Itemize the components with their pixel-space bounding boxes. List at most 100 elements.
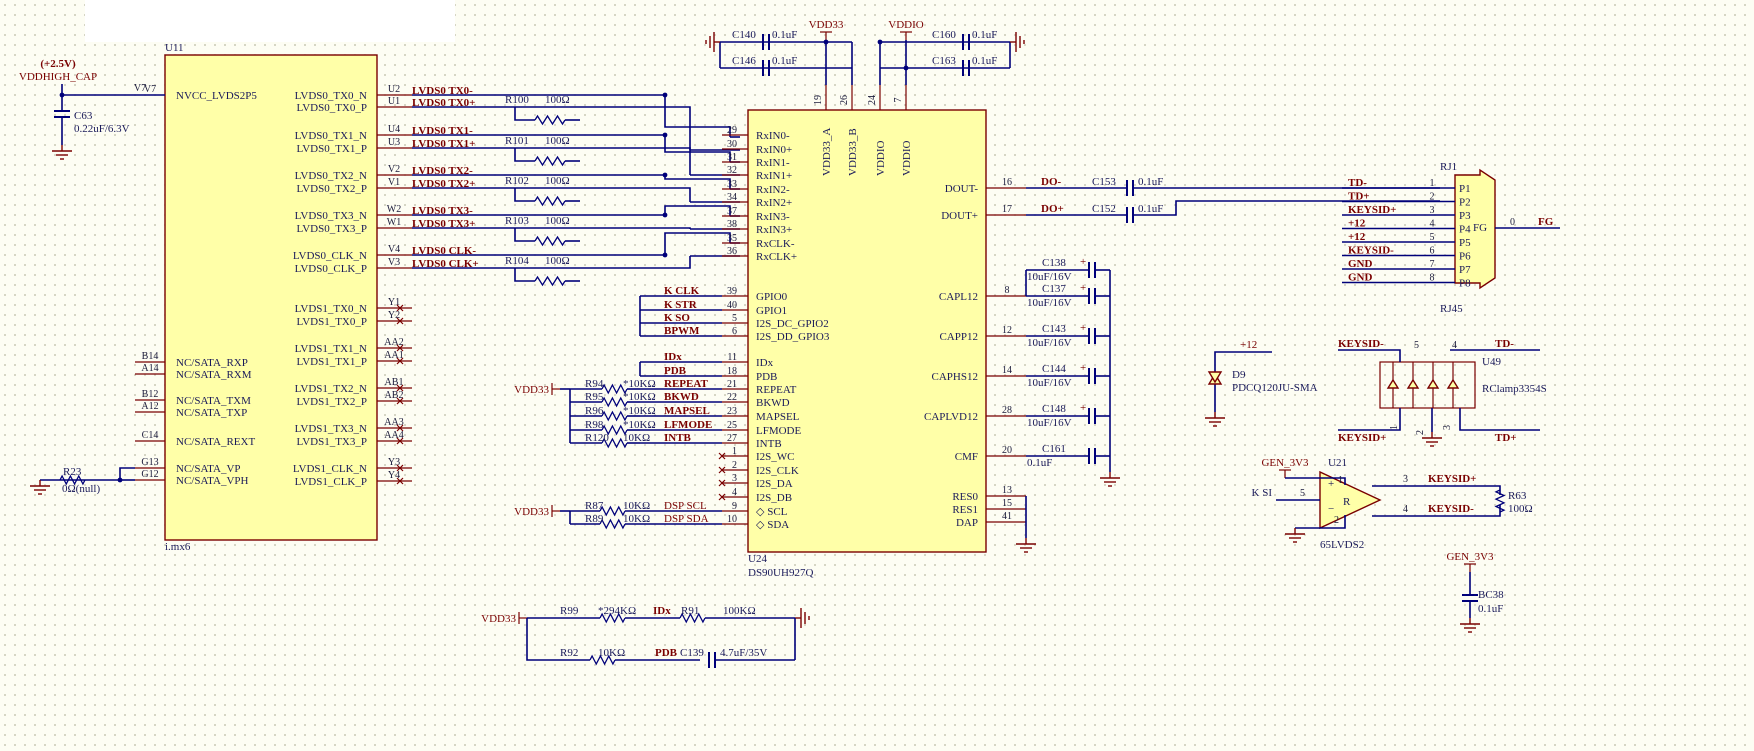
u24-pin-name: GPIO1 bbox=[756, 305, 787, 317]
u24-pin-num: 26 bbox=[839, 95, 850, 105]
c63-val: 0.22uF/6.3V bbox=[74, 123, 130, 135]
u21-label: R bbox=[1343, 496, 1351, 508]
rj-net: GND bbox=[1348, 272, 1373, 284]
u11-pin-name: NVCC_LVDS2P5 bbox=[176, 90, 257, 102]
ctrl-net: IDx bbox=[664, 351, 682, 363]
i2c-res-ref: R87 bbox=[585, 500, 604, 512]
u49-pin: 4 bbox=[1452, 340, 1457, 351]
u21-out bbox=[1372, 485, 1501, 495]
bulk-ref: C138 bbox=[1042, 257, 1066, 269]
c63-ref: C63 bbox=[74, 110, 93, 122]
u21-gnd bbox=[1295, 515, 1346, 529]
ac-cap-ref: C153 bbox=[1092, 176, 1116, 188]
u24-pin-num: 24 bbox=[867, 95, 878, 105]
no-connect-mark bbox=[718, 479, 726, 487]
i2c-res-ref: R89 bbox=[585, 513, 604, 525]
lvds-net-label: LVDS0 TX2- bbox=[412, 165, 473, 177]
u11-pin-name: NC/SATA_TXM bbox=[176, 395, 251, 407]
lvds-res-ref: R103 bbox=[505, 215, 529, 227]
junction-dot bbox=[877, 39, 883, 45]
u11-pin-num: Y1 bbox=[388, 297, 400, 308]
u11-pin-name: LVDS0_TX1_N bbox=[295, 130, 367, 142]
rj-pin-num: 8 bbox=[1430, 273, 1435, 284]
u11-pin-num: G13 bbox=[141, 457, 158, 468]
pull-resistor bbox=[601, 410, 628, 422]
r99-ref: R99 bbox=[560, 605, 579, 617]
bulk-val: 0.1uF bbox=[1027, 457, 1052, 469]
lvds-res-ref: R104 bbox=[505, 255, 529, 267]
d9-ref: D9 bbox=[1232, 369, 1246, 381]
rj-net: KEYSID+ bbox=[1348, 204, 1396, 216]
u24-pin-num: 27 bbox=[727, 433, 737, 444]
rj-pin-num: 3 bbox=[1430, 205, 1435, 216]
u11-pin-num: AB1 bbox=[385, 377, 404, 388]
u11-pin-name: LVDS0_TX0_P bbox=[297, 102, 368, 114]
cap-val: 0.1uF bbox=[772, 29, 797, 41]
u21-pin: 5 bbox=[1300, 488, 1305, 499]
u11-pin-name: NC/SATA_RXP bbox=[176, 357, 248, 369]
bulk-val: 10uF/16V bbox=[1027, 297, 1072, 309]
u49-wire bbox=[1459, 408, 1540, 431]
rj-pin-num: 7 bbox=[1430, 259, 1435, 270]
u21-pin: 2 bbox=[1334, 515, 1339, 526]
u11-pin-name: LVDS1_CLK_P bbox=[295, 476, 367, 488]
u21-in-net: K SI bbox=[1252, 487, 1273, 499]
r23-val: 0Ω(null) bbox=[62, 483, 100, 495]
u24-pin-num: 29 bbox=[727, 125, 737, 136]
u11-pin-num: Y4 bbox=[388, 470, 400, 481]
bulk-ref: C144 bbox=[1042, 363, 1066, 375]
r63 bbox=[1494, 489, 1506, 513]
u24-pin-name: VDD33_A bbox=[821, 128, 833, 176]
u24-pin-num: 33 bbox=[727, 179, 737, 190]
u24-pin-name: LFMODE bbox=[756, 425, 802, 437]
u49-net: KEYSID- bbox=[1338, 338, 1384, 350]
no-connect-mark bbox=[396, 317, 404, 325]
pull-resistor bbox=[601, 424, 628, 436]
pull-res-val: *10KΩ bbox=[623, 405, 656, 417]
u24-pin-name: RxIN1+ bbox=[756, 170, 792, 182]
u24-pin-num: 12 bbox=[1002, 325, 1012, 336]
lvds-p-wire bbox=[412, 147, 691, 175]
power-label: VDDIO bbox=[888, 19, 923, 31]
u24-pin-num: 11 bbox=[727, 352, 737, 363]
u24-pin-name: RxIN0+ bbox=[756, 144, 792, 156]
cap-val: 0.1uF bbox=[972, 29, 997, 41]
u24-pin-name: RxIN3+ bbox=[756, 224, 792, 236]
u11-pin-name: LVDS0_TX3_N bbox=[295, 210, 367, 222]
u24-pin-num: 17 bbox=[1002, 204, 1012, 215]
lvds-n-wire bbox=[412, 174, 731, 189]
lvds-n-wire bbox=[412, 205, 731, 216]
lvds-net-label: LVDS0 TX2+ bbox=[412, 178, 475, 190]
r99 bbox=[599, 612, 626, 624]
u21-minus: − bbox=[1328, 503, 1334, 515]
u24-pin-name: RxIN3- bbox=[756, 211, 790, 223]
u49-pin: 5 bbox=[1414, 340, 1419, 351]
u24-pin-num: 13 bbox=[1002, 485, 1012, 496]
rj-pin-name: P8 bbox=[1459, 278, 1471, 290]
u21-part: 65LVDS2 bbox=[1320, 539, 1364, 551]
u24-pin-name: PDB bbox=[756, 371, 777, 383]
polarity-mark: + bbox=[1080, 362, 1086, 374]
ac-cap-val: 0.1uF bbox=[1138, 203, 1163, 215]
u24-pin-name: CMF bbox=[955, 451, 978, 463]
r23 bbox=[59, 474, 86, 486]
pull-resistor bbox=[601, 437, 628, 449]
no-connect-mark bbox=[396, 344, 404, 352]
power-label: GEN_3V3 bbox=[1261, 457, 1309, 469]
u24-pin-name: RxCLK+ bbox=[756, 251, 797, 263]
cap-ref: C163 bbox=[932, 55, 956, 67]
blank-area bbox=[85, 0, 455, 42]
lvds-res-val: 100Ω bbox=[545, 255, 570, 267]
lvds-term-resistor bbox=[534, 275, 566, 287]
u11-pin-num: W1 bbox=[387, 217, 401, 228]
lvds-term-resistor bbox=[534, 195, 566, 207]
u21-pin: 3 bbox=[1403, 474, 1408, 485]
junction-dot bbox=[662, 132, 668, 138]
r92 bbox=[589, 654, 616, 666]
lvds-p-wire bbox=[412, 187, 691, 202]
u11-pin-name: NC/SATA_RXM bbox=[176, 369, 252, 381]
u24-pin-name: VDDIO bbox=[875, 141, 887, 176]
u24-pin-num: 23 bbox=[727, 406, 737, 417]
u24-pin-num: 2 bbox=[732, 460, 737, 471]
bulk-ref: C143 bbox=[1042, 323, 1066, 335]
